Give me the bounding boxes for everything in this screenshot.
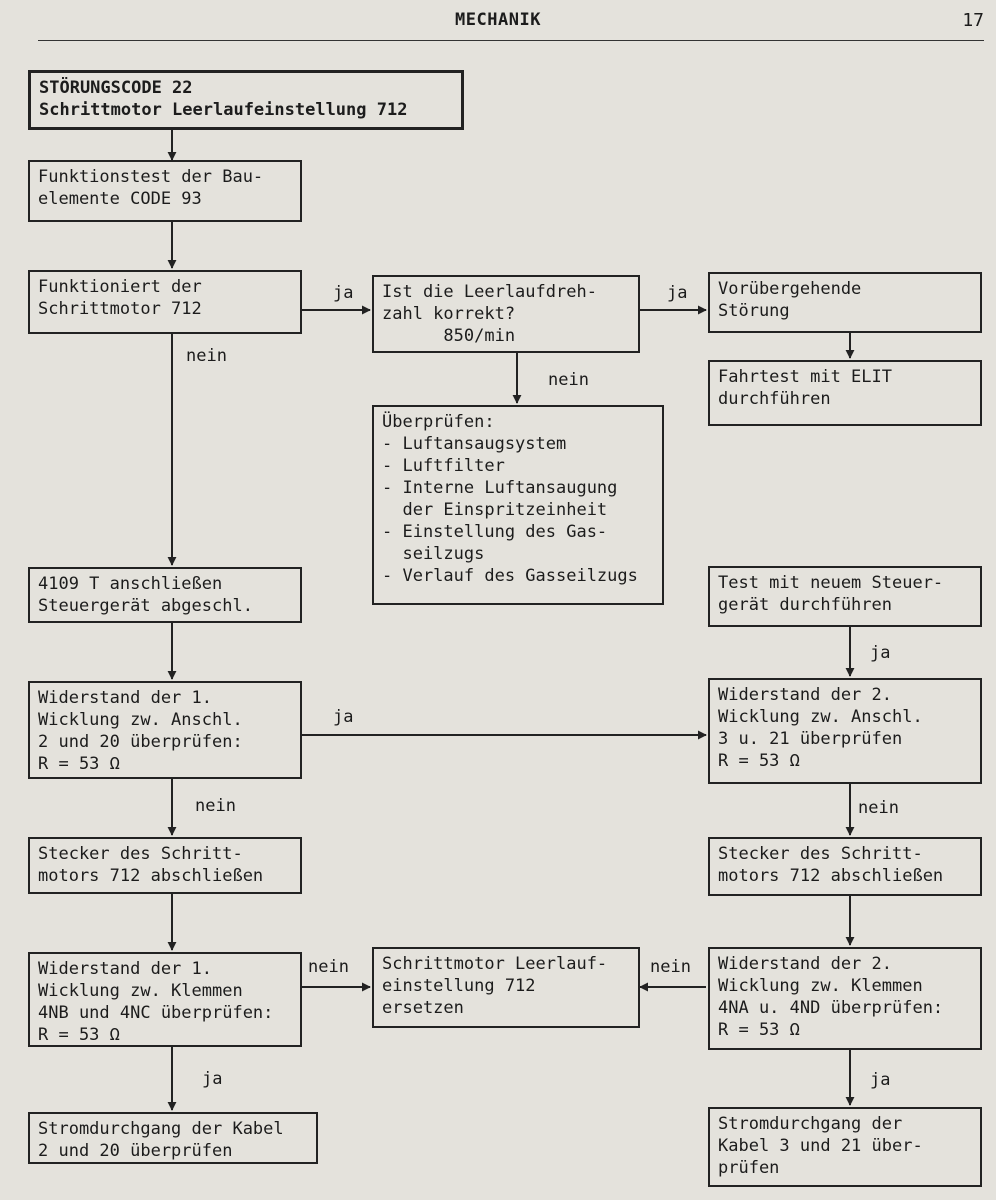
label-nein-widerstand1-klemmen: nein	[308, 957, 349, 977]
box-leerlaufdrehzahl: Ist die Leerlaufdreh- zahl korrekt? 850/…	[372, 275, 640, 353]
label-nein-widerstand2: nein	[858, 798, 899, 818]
box-stecker-abschliessen-links: Stecker des Schritt- motors 712 abschlie…	[28, 837, 302, 894]
box-schrittmotor-ersetzen: Schrittmotor Leerlauf- einstellung 712 e…	[372, 947, 640, 1028]
page-title: MECHANIK	[455, 10, 541, 30]
box-stromdurchgang-links: Stromdurchgang der Kabel 2 und 20 überpr…	[28, 1112, 318, 1164]
box-stoerungscode-22: STÖRUNGSCODE 22 Schrittmotor Leerlaufein…	[28, 70, 464, 130]
box-widerstand-1-klemmen: Widerstand der 1. Wicklung zw. Klemmen 4…	[28, 952, 302, 1047]
label-ja-widerstand2-klemmen: ja	[870, 1070, 891, 1090]
box-test-neues-steuergeraet: Test mit neuem Steuer- gerät durchführen	[708, 566, 982, 627]
label-ja-leerlauf: ja	[667, 283, 688, 303]
label-ja-test-steuergeraet: ja	[870, 643, 891, 663]
label-nein-widerstand1: nein	[195, 796, 236, 816]
box-ueberpruefen-liste: Überprüfen: - Luftansaugsystem - Luftfil…	[372, 405, 664, 605]
box-funktionstest: Funktionstest der Bau- elemente CODE 93	[28, 160, 302, 222]
label-ja-widerstand1-klemmen: ja	[202, 1069, 223, 1089]
page-number: 17	[962, 10, 984, 31]
label-nein-leerlauf: nein	[548, 370, 589, 390]
label-ja-funktioniert: ja	[333, 283, 354, 303]
box-fahrtest-elit: Fahrtest mit ELIT durchführen	[708, 360, 982, 426]
header-rule	[38, 40, 984, 41]
box-stromdurchgang-rechts: Stromdurchgang der Kabel 3 und 21 über- …	[708, 1107, 982, 1187]
label-nein-funktioniert: nein	[186, 346, 227, 366]
box-widerstand-2-wicklung: Widerstand der 2. Wicklung zw. Anschl. 3…	[708, 678, 982, 784]
box-stecker-abschliessen-rechts: Stecker des Schritt- motors 712 abschlie…	[708, 837, 982, 896]
label-ja-widerstand1: ja	[333, 707, 354, 727]
box-funktioniert-schrittmotor: Funktioniert der Schrittmotor 712	[28, 270, 302, 334]
box-widerstand-2-klemmen: Widerstand der 2. Wicklung zw. Klemmen 4…	[708, 947, 982, 1050]
box-widerstand-1-wicklung: Widerstand der 1. Wicklung zw. Anschl. 2…	[28, 681, 302, 779]
label-nein-widerstand2-klemmen: nein	[650, 957, 691, 977]
box-voruebergehende-stoerung: Vorübergehende Störung	[708, 272, 982, 333]
box-4109-anschliessen: 4109 T anschließen Steuergerät abgeschl.	[28, 567, 302, 623]
